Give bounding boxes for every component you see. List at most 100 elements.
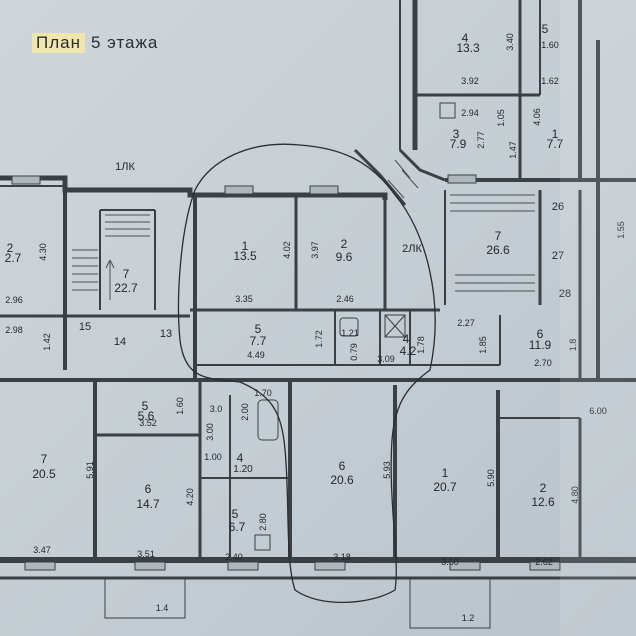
dim: 2.46 (336, 294, 354, 304)
title-highlight: План (32, 33, 85, 53)
room-area: 13.5 (233, 249, 257, 263)
dim: 26 (552, 201, 564, 213)
dim: 4.06 (532, 108, 542, 126)
room-number: 7 (495, 229, 502, 243)
room-number: 2 (540, 481, 547, 495)
dim: 1.85 (478, 336, 488, 354)
room-number: 1 (242, 239, 249, 253)
dim: 27 (552, 250, 564, 262)
room-area: 12.6 (531, 495, 555, 509)
dim: 1.47 (508, 141, 518, 159)
dim: 15 (79, 321, 91, 333)
dim: 2.77 (476, 131, 486, 149)
windows (11, 174, 561, 629)
room-labels: 4 13.3 5 1.60 2 2.7 7 22.7 1 13.5 2 9.6 … (5, 22, 564, 534)
dim: 4.02 (282, 241, 292, 259)
room-number: 4 (237, 451, 244, 465)
room-area: 4.2 (400, 344, 417, 358)
dim: 3.97 (310, 241, 320, 259)
dim: 5.91 (85, 461, 95, 479)
dim: 1.8 (568, 339, 578, 352)
dim: 3.00 (205, 423, 215, 441)
stairs (72, 159, 535, 300)
room-area: 2.7 (5, 251, 22, 265)
room-area: 26.6 (486, 243, 510, 257)
dim: 3.09 (377, 354, 395, 364)
dim: 3.50 (441, 557, 459, 567)
dim: 1.60 (175, 397, 185, 415)
dim: 1.42 (42, 333, 52, 351)
room-number: 4 (462, 31, 469, 45)
room-area: 7.7 (250, 334, 267, 348)
dim: 3.92 (461, 76, 479, 86)
dim: 28 (559, 288, 571, 300)
dim: 2.80 (258, 513, 268, 531)
dim: 1.55 (616, 221, 626, 239)
room-number: 5 (142, 399, 149, 413)
room-area: 20.5 (32, 467, 56, 481)
room-area: 13.3 (456, 41, 480, 55)
room-area: 6.7 (229, 520, 246, 534)
dim: 1.72 (314, 330, 324, 348)
room-area: 5.6 (138, 409, 155, 423)
room-number: 1 (442, 466, 449, 480)
dim: 2.70 (534, 358, 552, 368)
dim: 5.90 (486, 469, 496, 487)
fixtures (254, 102, 456, 551)
dim: 14 (114, 336, 126, 348)
dim: 3.0 (210, 404, 223, 414)
dim: 1.21 (341, 328, 359, 338)
dim: 2.96 (5, 295, 23, 305)
room-number: 2 (7, 241, 14, 255)
dim: 1.70 (254, 388, 272, 398)
room-number: 2 (341, 237, 348, 251)
dim: 3.52 (139, 418, 157, 428)
dim: 4.49 (247, 350, 265, 360)
corridor-labels: 1ЛК 2ЛК (115, 161, 422, 255)
dim: 6.00 (589, 406, 607, 416)
room-number: 6 (537, 327, 544, 341)
room-area: 11.9 (529, 338, 552, 352)
room-area: 1.20 (233, 464, 253, 475)
dim: 5.93 (382, 461, 392, 479)
dim: 4.80 (570, 486, 580, 504)
room-number: 4 (403, 332, 410, 346)
dim: 1.00 (204, 452, 222, 462)
room-number: 5 (232, 507, 239, 521)
room-number: 3 (453, 127, 460, 141)
walls (0, 0, 636, 580)
hand-drawn-outline (177, 143, 436, 604)
room-area: 20.7 (433, 480, 457, 494)
room-area: 22.7 (114, 281, 138, 295)
dim: 3.47 (33, 545, 51, 555)
dim: 1.62 (541, 76, 559, 86)
dim: 3.51 (137, 549, 155, 559)
room-area: 1.60 (541, 40, 559, 50)
room-number: 5 (542, 22, 549, 36)
dim: 2.40 (225, 552, 243, 562)
title-rest: 5 этажа (90, 33, 159, 52)
room-area: 9.6 (336, 250, 353, 264)
dim: 1.05 (496, 109, 506, 127)
corridor-2lk: 2ЛК (402, 243, 422, 255)
corridor-1lk: 1ЛК (115, 161, 135, 173)
plan-title: План 5 этажа (32, 32, 158, 54)
dim: 4.30 (38, 243, 48, 261)
room-number: 7 (41, 452, 48, 466)
room-number: 6 (339, 459, 346, 473)
room-area: 20.6 (330, 473, 354, 487)
dim: 1.2 (462, 613, 475, 623)
room-area: 7.9 (450, 137, 467, 151)
dim: 13 (160, 328, 172, 340)
dim: 4.20 (185, 488, 195, 506)
dim: 2.27 (457, 318, 475, 328)
dim: 2.00 (240, 403, 250, 421)
room-area: 7.7 (547, 137, 564, 151)
room-area: 14.7 (136, 497, 160, 511)
room-number: 6 (145, 482, 152, 496)
dim: 3.18 (333, 552, 351, 562)
dim: 3.40 (505, 33, 515, 51)
dimension-labels: 3.40 3.92 1.62 2.94 4.06 2.77 1.47 1.05 … (5, 33, 626, 623)
dim: 2.94 (461, 108, 479, 118)
